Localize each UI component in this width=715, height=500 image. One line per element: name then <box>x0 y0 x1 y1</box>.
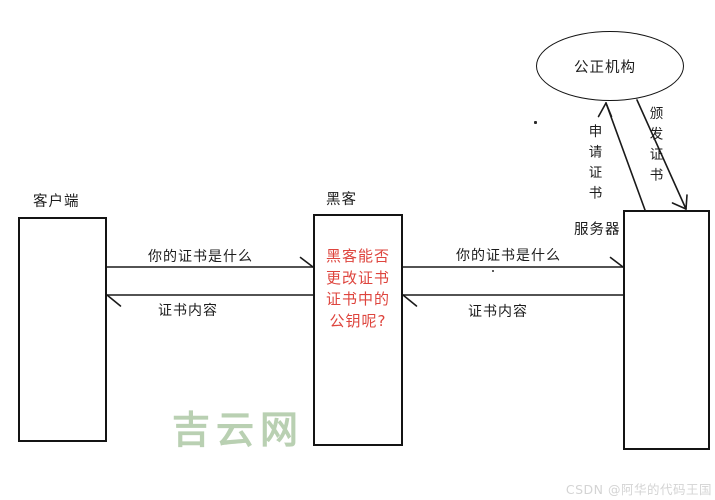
hacker-question-line: 黑客能否 <box>325 247 390 265</box>
arrow-apply-certificate <box>597 102 646 211</box>
client-box <box>18 217 107 442</box>
arrow-server-to-hacker <box>402 294 624 307</box>
message-right-response: 证书内容 <box>468 304 528 320</box>
hacker-question-line: 公钥呢? <box>329 311 387 330</box>
message-left-response: 证书内容 <box>158 303 218 319</box>
watermark-site-logo: 吉云网 <box>172 408 305 452</box>
arrow-client-to-hacker <box>106 256 314 268</box>
hacker-label: 黑客 <box>326 192 357 208</box>
client-label: 客户端 <box>33 194 80 210</box>
server-label: 服务器 <box>574 222 621 238</box>
stray-dot <box>534 121 537 124</box>
hacker-question-text: 黑客能否 更改证书 证书中的 公钥呢? <box>313 246 403 332</box>
server-box <box>623 210 710 450</box>
issue-certificate-label: 颁发证书 <box>646 106 663 188</box>
hacker-question-line: 证书中的 <box>325 290 390 308</box>
ca-label: 公正机构 <box>574 59 636 76</box>
message-left-request: 你的证书是什么 <box>148 249 253 265</box>
csdn-credit-watermark: CSDN @阿华的代码王国 <box>565 482 712 497</box>
ca-ellipse: 公正机构 <box>536 31 684 101</box>
apply-certificate-label: 申请证书 <box>585 124 602 206</box>
arrow-issue-certificate <box>636 99 688 210</box>
hacker-box <box>313 214 403 446</box>
arrow-hacker-to-server <box>402 256 624 268</box>
hacker-question-line: 更改证书 <box>325 268 390 287</box>
message-right-request: 你的证书是什么 <box>456 248 561 264</box>
stray-dot <box>492 270 494 272</box>
